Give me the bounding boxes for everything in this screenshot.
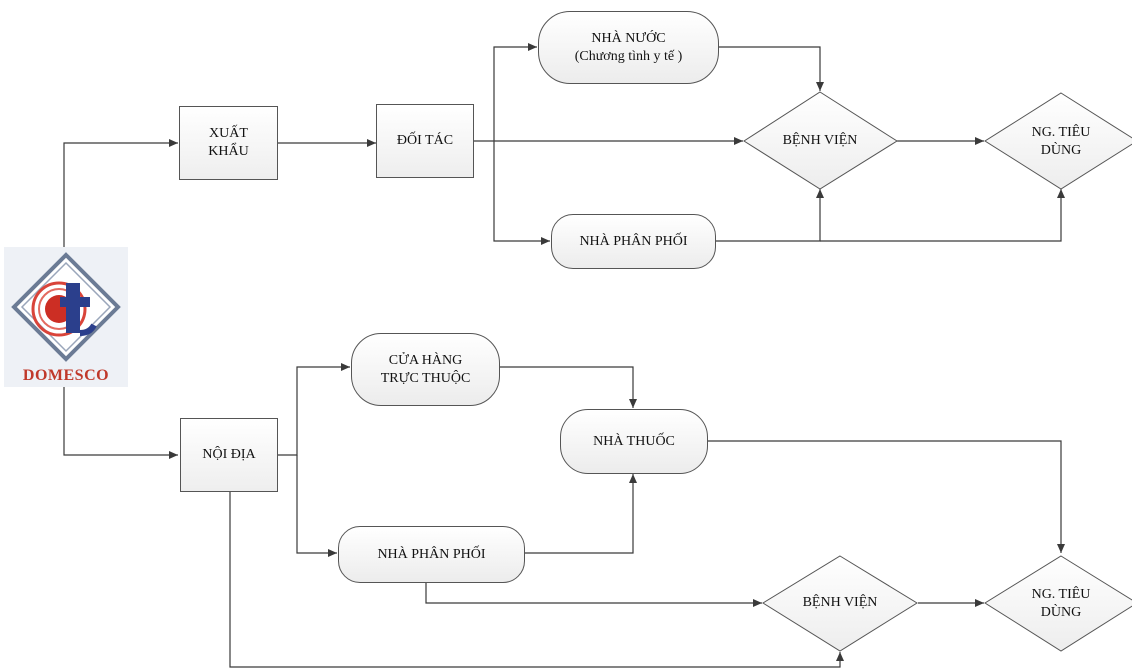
nha-phan-phoi-top-node: NHÀ PHÂN PHỐI (551, 214, 716, 269)
ng-tieu-dung-bottom-line2: DÙNG (1040, 605, 1082, 620)
cua-hang-line2: TRỰC THUỘC (380, 370, 471, 386)
edge-noidia-benhvien (229, 492, 844, 668)
edge-nhathuoc-ngtieudung (708, 440, 1065, 553)
cua-hang-line1: CỬA HÀNG (388, 352, 463, 368)
noi-dia-node: NỘI ĐỊA (180, 418, 278, 492)
ng-tieu-dung-top-node: NG. TIÊU DÙNG (1005, 122, 1117, 162)
xuat-khau-node: XUẤT KHẨU (179, 106, 278, 180)
xuat-khau-line2: KHẨU (208, 144, 249, 159)
benh-vien-top-diamond (743, 91, 898, 190)
benh-vien-bottom-diamond (762, 555, 918, 652)
nha-nuoc-node: NHÀ NƯỚC (Chương tình y tế ) (538, 11, 719, 84)
edge-noidia-nhaphanphoi (296, 455, 337, 557)
doi-tac-label: ĐỐI TÁC (396, 133, 454, 148)
xuat-khau-line1: XUẤT (209, 126, 248, 141)
cua-hang-node: CỬA HÀNG TRỰC THUỘC (351, 333, 500, 406)
nha-phan-phoi-bottom-node: NHÀ PHÂN PHỐI (338, 526, 525, 583)
edge-nhaphanphoi-nhathuoc (525, 474, 637, 554)
benh-vien-bottom-label: BỆNH VIỆN (802, 595, 878, 610)
domesco-logo-icon (11, 252, 121, 362)
edge-logo-xuatkhau (63, 139, 178, 250)
edge-doitac-nhanuoc (493, 43, 537, 141)
ng-tieu-dung-bottom-line1: NG. TIÊU (1031, 587, 1091, 602)
nha-thuoc-label: NHÀ THUỐC (593, 433, 675, 449)
nha-thuoc-node: NHÀ THUỐC (560, 409, 708, 474)
nha-nuoc-line2: (Chương tình y tế ) (574, 48, 683, 64)
edge-doitac-nhaphanphoi (493, 141, 550, 245)
noi-dia-label: NỘI ĐỊA (202, 447, 256, 462)
ng-tieu-dung-bottom-diamond (984, 555, 1132, 652)
edge-cuahang-nhathuoc (500, 366, 637, 408)
doi-tac-node: ĐỐI TÁC (376, 104, 474, 178)
nha-phan-phoi-top-label: NHÀ PHÂN PHỐI (579, 233, 688, 249)
logo-text: DOMESCO (22, 367, 110, 384)
ng-tieu-dung-top-line1: NG. TIÊU (1031, 125, 1091, 140)
edge-nhaphanphoi-benhvien (425, 583, 762, 607)
benh-vien-top-label: BỆNH VIỆN (782, 133, 858, 148)
edge-logo-noidia (63, 385, 178, 459)
domesco-logo: DOMESCO (4, 247, 128, 387)
edge-nhaphanphoi-benhvien (716, 189, 824, 242)
ng-tieu-dung-bottom-node: NG. TIÊU DÙNG (1005, 584, 1117, 624)
nha-phan-phoi-bottom-label: NHÀ PHÂN PHỐI (377, 546, 486, 562)
nha-nuoc-line1: NHÀ NƯỚC (591, 30, 666, 46)
ng-tieu-dung-top-diamond (984, 92, 1132, 190)
edge-nhanuoc-benhvien (719, 46, 824, 91)
edge-noidia-cuahang (278, 363, 350, 456)
ng-tieu-dung-top-line2: DÙNG (1040, 143, 1082, 158)
edge-nhaphanphoi-ngtieudung (820, 189, 1065, 242)
